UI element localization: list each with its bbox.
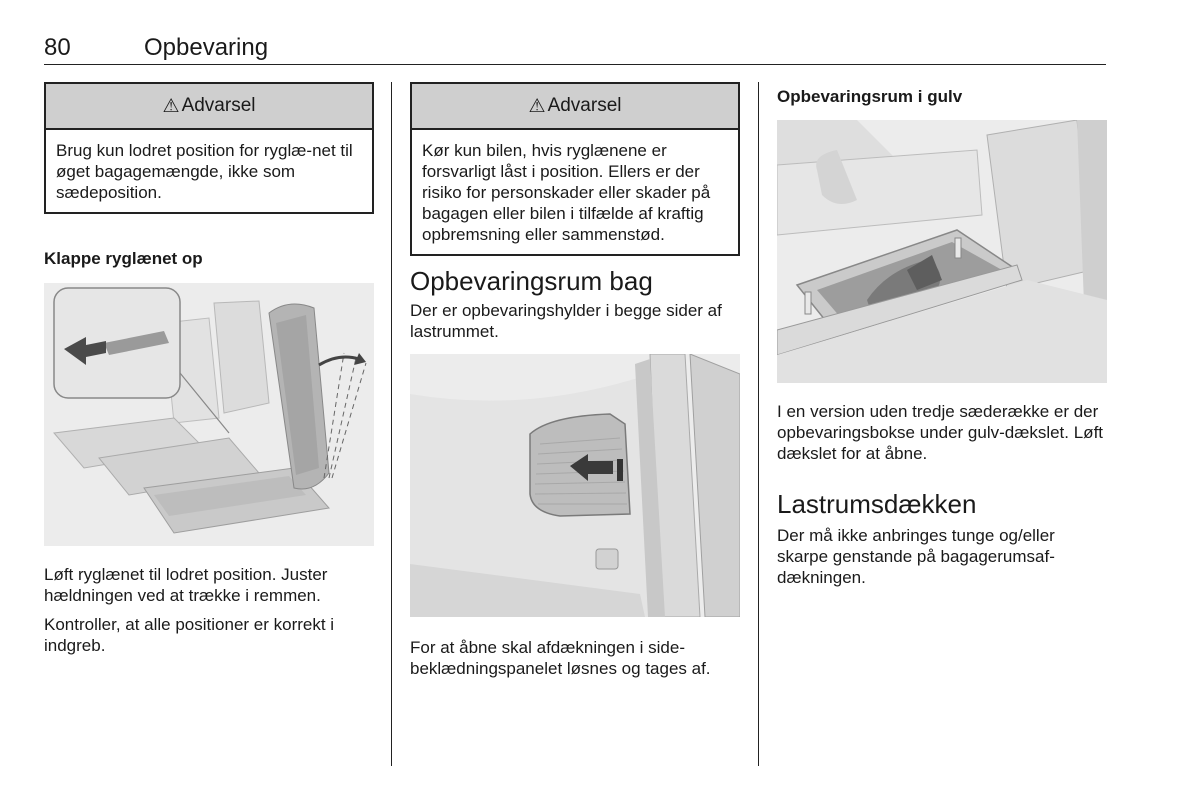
warning-header: ⚠ Advarsel	[412, 84, 738, 130]
page-header: 80 Opbevaring	[44, 34, 1106, 65]
floor-storage-illustration	[777, 120, 1107, 383]
chapter-title: Opbevaring	[144, 34, 269, 61]
warning-box: ⚠ Advarsel Kør kun bilen, hvis ryglænene…	[410, 82, 740, 256]
body-paragraph: I en version uden tredje sæderække er de…	[777, 402, 1104, 463]
column-2: ⚠ Advarsel Kør kun bilen, hvis ryglænene…	[410, 82, 740, 679]
warning-box: ⚠ Advarsel Brug kun lodret position for …	[44, 82, 374, 214]
intro-paragraph: Der er opbevaringshylder i begge sider a…	[410, 301, 722, 341]
warning-title: Advarsel	[181, 95, 256, 116]
side-storage-panel-illustration	[410, 354, 740, 617]
column-3: Opbevaringsrum i gulv I en version uden …	[777, 82, 1107, 588]
section-heading: Opbevaringsrum bag	[410, 266, 653, 296]
warning-title: Advarsel	[547, 95, 622, 116]
warning-text: Kør kun bilen, hvis ryglænene er forsvar…	[422, 141, 711, 244]
section-subheading: Klappe ryglænet op	[44, 249, 203, 268]
page-number: 80	[44, 34, 71, 61]
warning-text: Brug kun lodret position for ryglæ-net t…	[56, 141, 353, 202]
warning-header: ⚠ Advarsel	[46, 84, 372, 130]
column-1: ⚠ Advarsel Brug kun lodret position for …	[44, 82, 374, 656]
body-paragraph: Kontroller, at alle positioner er korrek…	[44, 615, 335, 655]
body-paragraph: Løft ryglænet til lodret position. Juste…	[44, 565, 328, 605]
seat-backrest-illustration	[44, 283, 374, 546]
column-divider	[758, 82, 759, 766]
body-paragraph: Der må ikke anbringes tunge og/eller ska…	[777, 526, 1055, 587]
warning-triangle-icon: ⚠	[162, 95, 180, 117]
warning-triangle-icon: ⚠	[528, 95, 546, 117]
section-subheading: Opbevaringsrum i gulv	[777, 87, 963, 106]
body-paragraph: For at åbne skal afdækningen i side-bekl…	[410, 638, 711, 678]
section-heading: Lastrumsdækken	[777, 489, 977, 519]
column-divider	[391, 82, 392, 766]
